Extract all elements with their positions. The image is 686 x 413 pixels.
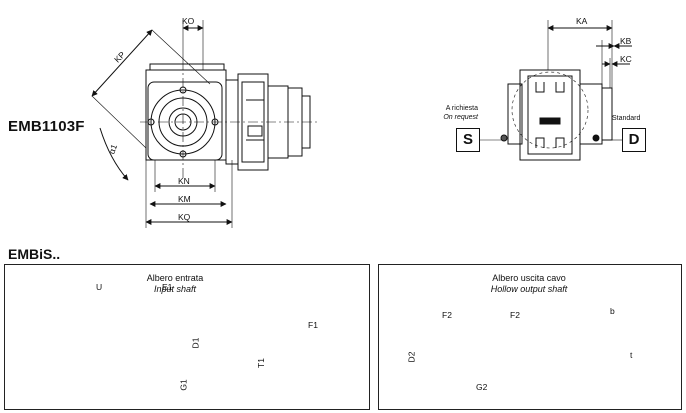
series-label: EMBiS..	[8, 246, 61, 262]
output-panel-title: Albero uscita cavo Hollow output shaft	[419, 273, 639, 295]
b-label: b	[610, 306, 615, 316]
option-s-badge: S	[456, 128, 480, 152]
input-panel-title-it: Albero entrata	[146, 273, 204, 283]
g1-label: G1	[178, 379, 189, 391]
ka-label: KA	[576, 16, 588, 26]
ko-label: KO	[182, 16, 195, 26]
output-panel-title-en: Hollow output shaft	[490, 284, 568, 294]
kc-label: KC	[620, 54, 632, 64]
input-shaft-panel: Albero entrata Input shaft	[4, 264, 370, 410]
option-on-request-it: A richiesta	[445, 105, 478, 112]
t1-label: T1	[255, 358, 266, 368]
output-shaft-panel: Albero uscita cavo Hollow output shaft	[378, 264, 682, 410]
u-label: U	[96, 282, 103, 292]
input-panel-title: Albero entrata Input shaft	[65, 273, 285, 295]
kn-label: KN	[178, 176, 190, 186]
kb-label: KB	[620, 36, 632, 46]
model-label: EMB1103F	[8, 118, 85, 135]
t-label: t	[630, 350, 633, 360]
d1-label: D1	[190, 337, 201, 349]
option-on-request-en: On request	[443, 114, 478, 121]
kq-label: KQ	[178, 212, 191, 222]
output-panel-title-it: Albero uscita cavo	[492, 273, 566, 283]
option-standard-label: Standard	[612, 115, 641, 122]
e1-label: E1	[162, 282, 173, 292]
input-panel-title-en: Input shaft	[153, 284, 197, 294]
d2-label: D2	[406, 351, 417, 363]
km-label: KM	[178, 194, 191, 204]
option-on-request-label: A richiesta On request	[420, 104, 478, 122]
f1-label: F1	[308, 320, 318, 330]
option-d-badge: D	[622, 128, 646, 152]
f2-left-label: F2	[442, 310, 452, 320]
f2-right-label: F2	[510, 310, 520, 320]
g2-label: G2	[476, 382, 488, 392]
